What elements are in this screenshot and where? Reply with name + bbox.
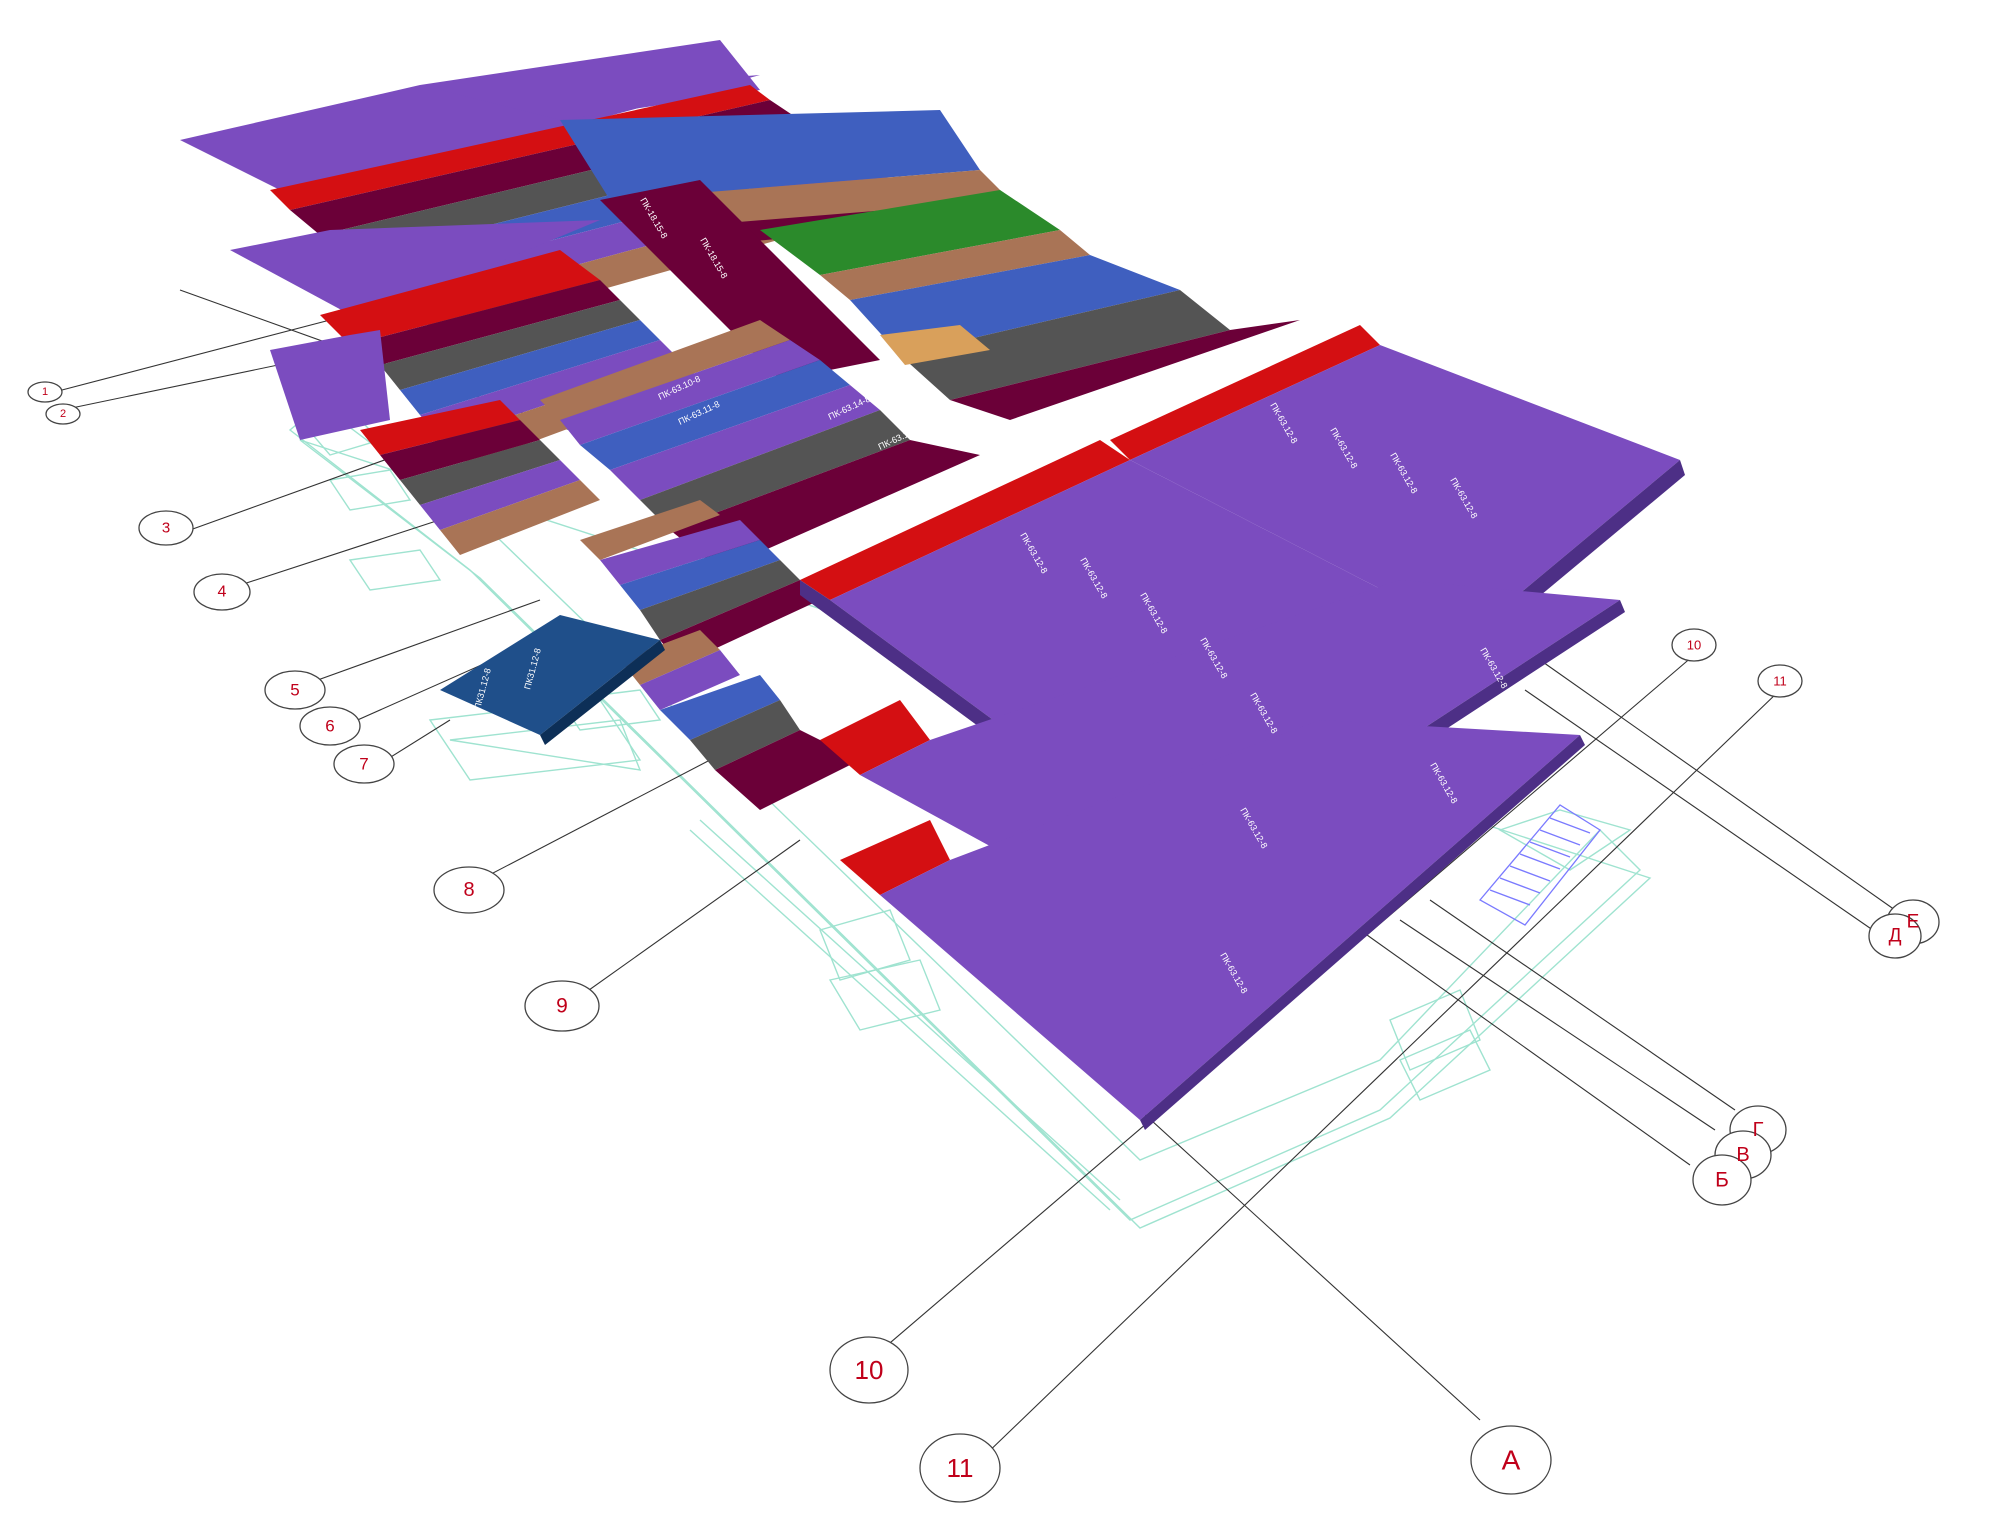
- axis-bubble: [45, 403, 81, 425]
- axis-bubble: [299, 706, 361, 746]
- axis-label-10-right: 10: [1687, 638, 1701, 653]
- slab-block-lowest: [840, 720, 1585, 1130]
- axis-bubble: [333, 744, 395, 784]
- axis-label-a: А: [1502, 1445, 1521, 1476]
- axis-bubble: [1470, 1425, 1552, 1495]
- axis-label-8: 8: [463, 879, 474, 901]
- axis-label-g: Г: [1753, 1119, 1764, 1141]
- axis-label-e: Е: [1907, 912, 1920, 933]
- axis-bubble: [524, 980, 600, 1032]
- axis-label-11-bottom: 11: [947, 1453, 974, 1483]
- axis-label-2: 2: [60, 408, 66, 420]
- axis-bubbles: [27, 381, 1940, 1503]
- slab-block-center: [540, 320, 980, 810]
- slab-block-navy: [440, 615, 665, 745]
- axis-bubble: [264, 670, 326, 710]
- axis-label-4: 4: [218, 584, 227, 601]
- axis-label-10-bottom: 10: [855, 1355, 884, 1385]
- axis-label-b: Б: [1715, 1169, 1729, 1192]
- axis-bubble: [1692, 1154, 1752, 1206]
- axis-bubble: [919, 1433, 1001, 1503]
- axis-bubble: [829, 1336, 909, 1404]
- axis-bubble: [1671, 628, 1717, 662]
- axis-label-3: 3: [162, 520, 170, 537]
- axis-label-7: 7: [359, 755, 368, 774]
- axis-bubble: [27, 381, 63, 403]
- slab-block-third-left: [270, 330, 600, 555]
- slab-block-second-left: [230, 220, 700, 465]
- slab-block-upper-middle: [560, 110, 1300, 420]
- axis-label-v: В: [1736, 1144, 1749, 1166]
- axis-bubble: [193, 573, 251, 611]
- axis-bubble: [1868, 913, 1922, 959]
- axis-label-6: 6: [325, 717, 334, 736]
- axis-bubble: [433, 866, 505, 914]
- axis-bubble: [1757, 664, 1803, 698]
- axis-label-1: 1: [42, 386, 48, 398]
- stair-wireframe: [1478, 804, 1601, 926]
- axis-bubble: [138, 510, 194, 546]
- axis-labels: 1 2 3 4 5 6 7 8 9 10 11 А 10 11 Е Д Г В …: [42, 386, 1919, 1483]
- axis-label-d: Д: [1889, 926, 1902, 947]
- axis-label-5: 5: [290, 681, 299, 700]
- axis-label-9: 9: [556, 995, 568, 1018]
- axis-label-11-right: 11: [1773, 674, 1787, 689]
